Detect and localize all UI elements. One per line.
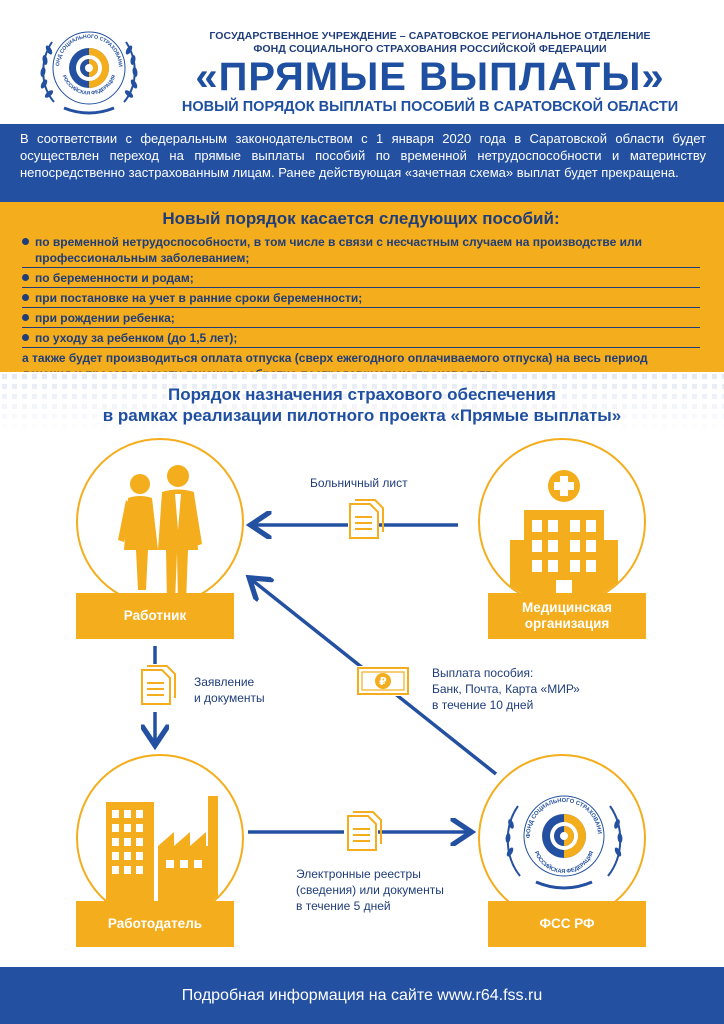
medical-circle bbox=[478, 438, 646, 606]
fss-logo-icon: ФОНД СОЦИАЛЬНОГО СТРАХОВАНИЯ РОССИЙСКАЯ … bbox=[32, 20, 144, 124]
registry-label: Электронные реестры (сведения) или докум… bbox=[296, 867, 444, 913]
hospital-icon bbox=[510, 470, 618, 600]
header: ФОНД СОЦИАЛЬНОГО СТРАХОВАНИЯ РОССИЙСКАЯ … bbox=[0, 0, 724, 124]
fss-logo-icon: ФОНД СОЦИАЛЬНОГО СТРАХОВАНИЯ РОССИЙСКАЯ … bbox=[480, 756, 623, 890]
benefits-band: Новый порядок касается следующих пособий… bbox=[0, 202, 724, 381]
intro-text: В соответствии с федеральным законодател… bbox=[20, 131, 706, 180]
benefit-item: по беременности и родам; bbox=[22, 270, 700, 288]
fss-circle: ФОНД СОЦИАЛЬНОГО СТРАХОВАНИЯ РОССИЙСКАЯ … bbox=[478, 754, 646, 922]
sick-leave-label: Больничный лист bbox=[310, 476, 408, 490]
application-label: Заявление и документы bbox=[194, 675, 265, 705]
benefits-heading: Новый порядок касается следующих пособий… bbox=[162, 209, 560, 228]
document-icon bbox=[141, 665, 176, 705]
currency-symbol: ₽ bbox=[379, 675, 387, 688]
banknote-icon: ₽ bbox=[356, 666, 410, 696]
payment-label: Выплата пособия: Банк, Почта, Карта «МИР… bbox=[432, 666, 580, 712]
org-name-line2: ФОНД СОЦИАЛЬНОГО СТРАХОВАНИЯ РОССИЙСКОЙ … bbox=[253, 43, 607, 55]
medical-label: Медицинская организация bbox=[488, 593, 646, 639]
benefit-item: по уходу за ребенком (до 1,5 лет); bbox=[22, 330, 700, 348]
document-icon bbox=[348, 499, 384, 539]
document-icon bbox=[344, 811, 382, 852]
employer-circle bbox=[76, 754, 244, 922]
factory-icon bbox=[106, 796, 218, 902]
bullet-icon bbox=[22, 334, 29, 341]
footer-info-text: Подробная информация на сайте www.r64.fs… bbox=[181, 986, 543, 1004]
benefit-item: по временной нетрудоспособности, в том ч… bbox=[22, 234, 700, 268]
worker-label: Работник bbox=[76, 593, 234, 639]
bullet-icon bbox=[22, 314, 29, 321]
bullet-icon bbox=[22, 294, 29, 301]
benefit-item: при постановке на учет в ранние сроки бе… bbox=[22, 290, 700, 308]
intro-band: В соответствии с федеральным законодател… bbox=[0, 124, 724, 202]
employer-label: Работодатель bbox=[76, 901, 234, 947]
business-people-icon bbox=[118, 465, 202, 602]
benefit-item: при рождении ребенка; bbox=[22, 310, 700, 328]
bullet-icon bbox=[22, 238, 29, 245]
bullet-icon bbox=[22, 274, 29, 281]
fss-label: ФСС РФ bbox=[488, 901, 646, 947]
process-diagram: Порядок назначения страхового обеспечени… bbox=[0, 372, 724, 967]
worker-circle bbox=[76, 438, 244, 606]
diagram-connectors: ₽ bbox=[141, 499, 498, 852]
page-title: «ПРЯМЫЕ ВЫПЛАТЫ» bbox=[195, 55, 665, 99]
dot-pattern-decoration bbox=[0, 372, 724, 432]
page-subtitle: НОВЫЙ ПОРЯДОК ВЫПЛАТЫ ПОСОБИЙ В САРАТОВС… bbox=[181, 99, 679, 115]
benefits-list: по временной нетрудоспособности, в том ч… bbox=[22, 234, 700, 348]
diagram-title: Порядок назначения страхового обеспечени… bbox=[102, 385, 622, 425]
org-name-line1: ГОСУДАРСТВЕННОЕ УЧРЕЖДЕНИЕ – САРАТОВСКОЕ… bbox=[209, 30, 651, 42]
footer: Подробная информация на сайте www.r64.fs… bbox=[0, 967, 724, 1024]
